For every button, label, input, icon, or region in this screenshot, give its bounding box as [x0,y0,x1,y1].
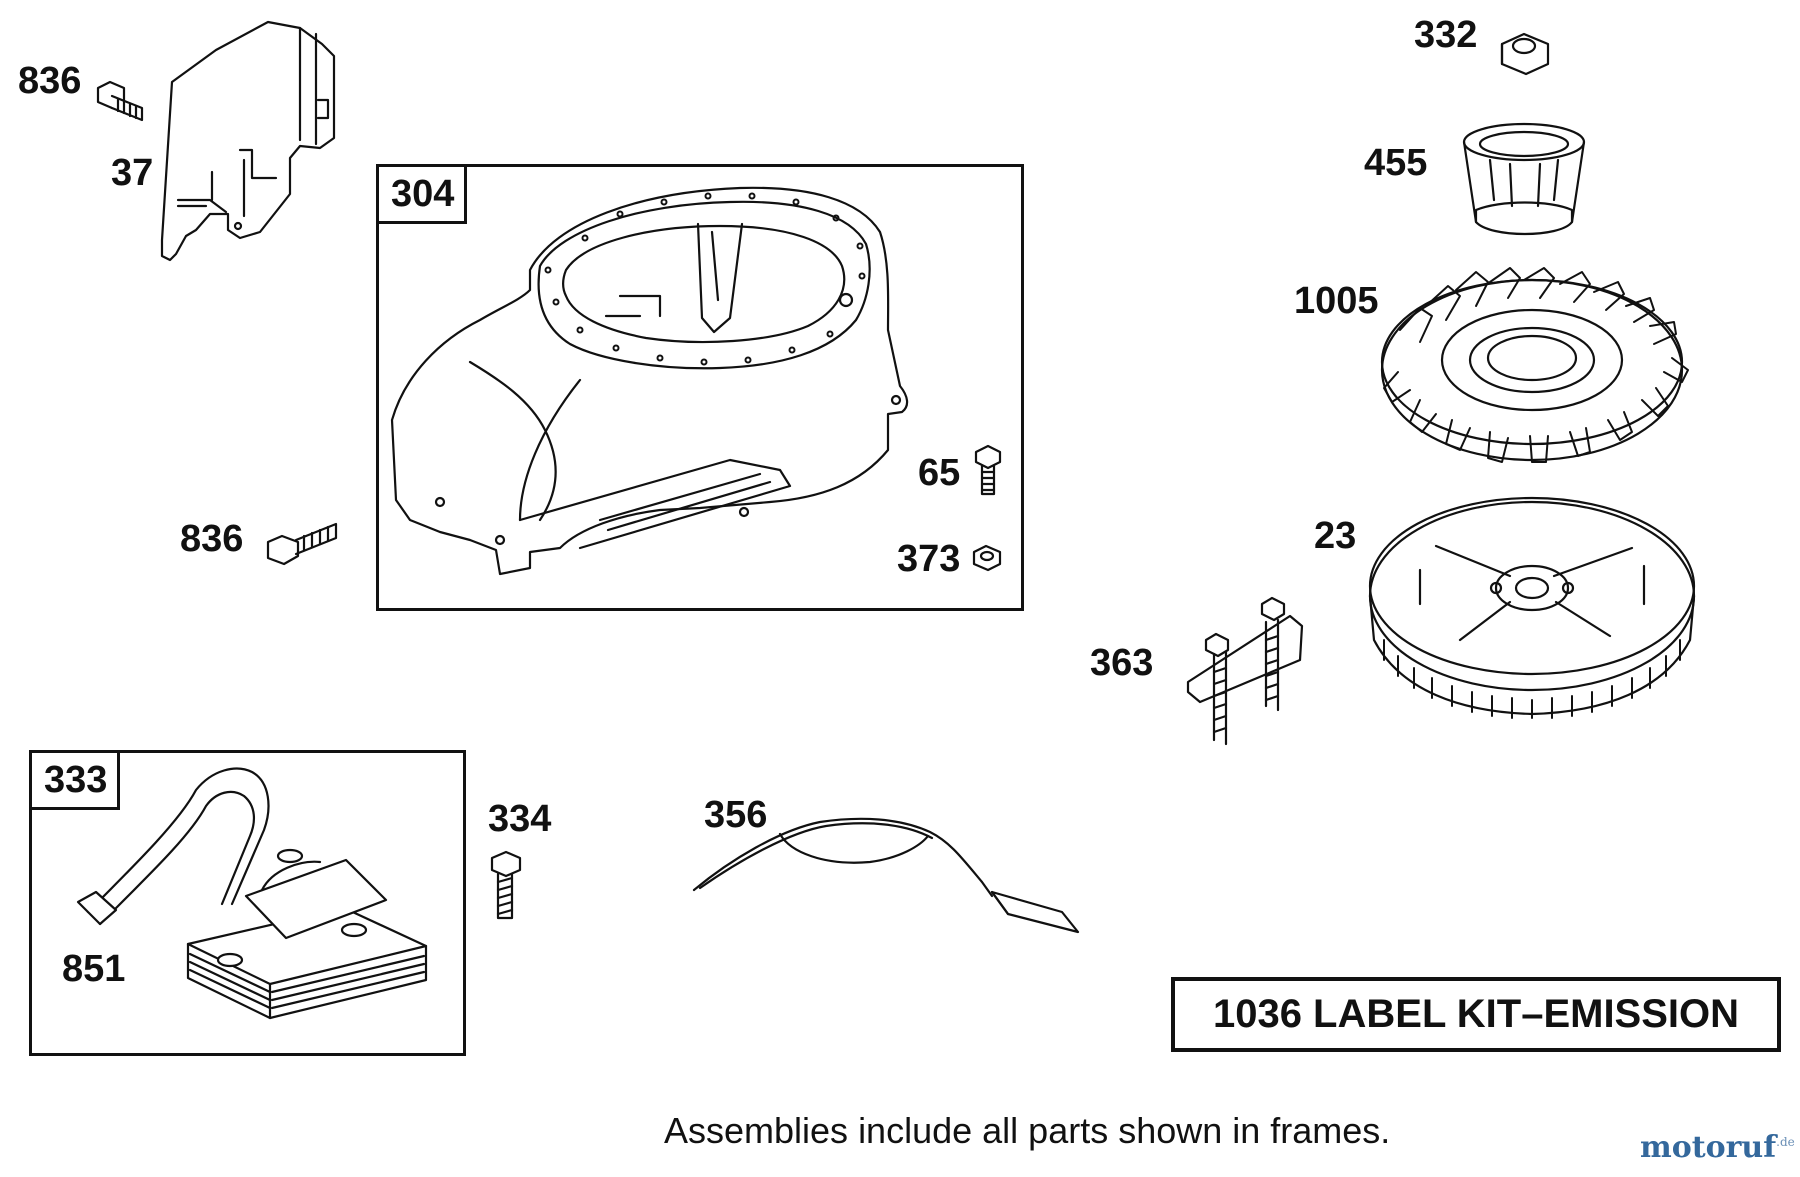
part-label-851: 851 [62,948,126,990]
part-label-1005: 1005 [1294,280,1379,322]
fan-1005 [1380,267,1689,463]
screw-334 [490,850,522,920]
wire-356 [692,817,1080,934]
bolt-65 [974,444,1002,496]
part-label-836: 836 [18,60,82,102]
watermark-suffix: .de [1776,1135,1795,1149]
watermark-logo: motoruf.de [1640,1130,1795,1165]
part-label-356: 356 [704,794,768,836]
bolt-836-top [96,80,144,122]
part-label-836-middle: 836 [180,518,244,560]
part-label-23: 23 [1314,515,1357,557]
assembly-tag-304: 304 [376,164,468,224]
part-label-37: 37 [111,152,154,194]
assembly-footnote: Assemblies include all parts shown in fr… [664,1110,1391,1151]
blower-housing-304 [390,186,909,576]
bracket-363 [1186,596,1304,746]
part-label-65: 65 [918,452,961,494]
nut-373 [972,544,1002,572]
label-kit-box: 1036 LABEL KIT–EMISSION [1171,977,1781,1052]
nut-332 [1500,32,1550,76]
watermark-name: motoruf [1640,1130,1777,1165]
part-label-373: 373 [897,538,961,580]
assembly-tag-333: 333 [29,750,121,810]
part-label-455: 455 [1364,142,1428,184]
ignition-coil-333 [76,767,428,1020]
part-label-334: 334 [488,798,552,840]
assembly-frame-333: 333 [29,750,466,1056]
part-label-363: 363 [1090,642,1154,684]
assembly-frame-304: 304 [376,164,1024,611]
flywheel-23 [1368,496,1696,719]
bolt-836-middle [266,522,338,566]
bracket-37 [160,20,336,262]
starter-cup-455 [1462,122,1586,236]
part-label-332: 332 [1414,14,1478,56]
